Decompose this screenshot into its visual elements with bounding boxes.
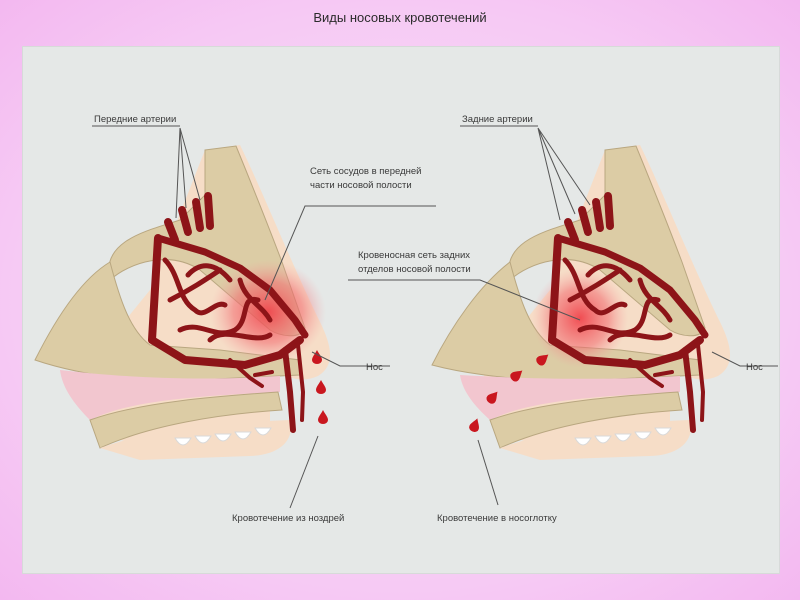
right-nose-label: Нос <box>746 362 763 373</box>
left-arteries-label: Передние артерии <box>94 114 176 125</box>
left-nose-illustration <box>35 145 330 460</box>
right-arteries-label: Задние артерии <box>462 114 533 125</box>
right-bleeding-label: Кровотечение в носоглотку <box>437 513 557 524</box>
left-network-label-line2: части носовой полости <box>310 180 412 191</box>
left-nose-label: Нос <box>366 362 383 373</box>
right-network-label-line2: отделов носовой полости <box>358 264 471 275</box>
right-network-label-line1: Кровеносная сеть задних <box>358 250 470 261</box>
left-network-label-line1: Сеть сосудов в передней <box>310 166 421 177</box>
left-bleeding-label: Кровотечение из ноздрей <box>232 513 344 524</box>
